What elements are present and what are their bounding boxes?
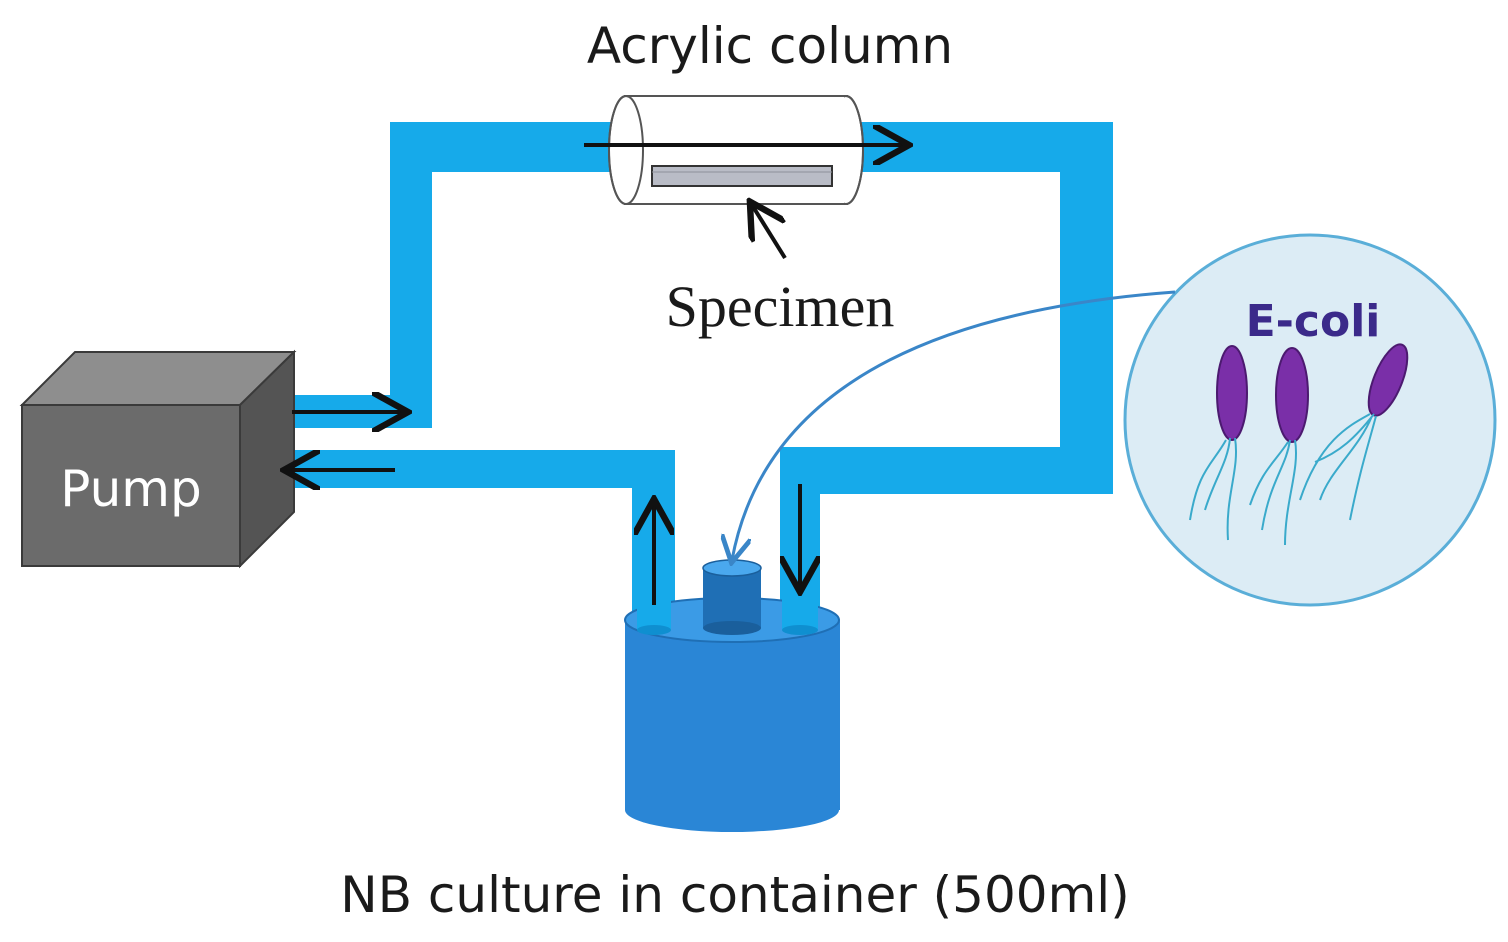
pump-box	[19, 349, 297, 569]
ecoli-zoom-circle	[1123, 233, 1497, 607]
specimen-pointer-arrow	[752, 205, 787, 260]
label-ecoli: E-coli	[1246, 296, 1381, 347]
label-pump: Pump	[60, 460, 201, 518]
label-container: NB culture in container (500ml)	[340, 866, 1129, 924]
pipe-pump-inlet	[255, 450, 675, 488]
bacterium-3	[1299, 343, 1409, 521]
bacterium-1	[1189, 345, 1248, 541]
bacterium-2	[1249, 347, 1309, 546]
label-acrylic-column: Acrylic column	[587, 17, 953, 75]
culture-container	[624, 559, 840, 832]
pipe-right-vertical	[1060, 122, 1113, 494]
callout-arrow	[732, 290, 1176, 560]
specimen-strip	[651, 165, 833, 187]
label-specimen: Specimen	[666, 274, 895, 339]
pipe-up-left	[390, 122, 432, 428]
pipe-return-horizontal	[780, 447, 1113, 494]
container-cap	[703, 568, 761, 628]
acrylic-column	[608, 95, 864, 205]
